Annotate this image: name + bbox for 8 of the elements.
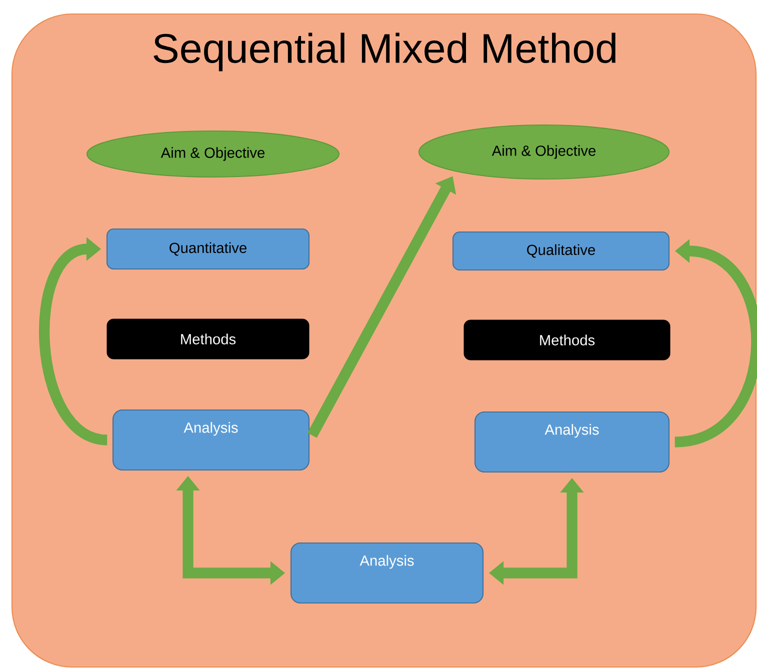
title: Sequential Mixed Method <box>154 32 616 72</box>
process-box: Qualitative <box>452 231 670 271</box>
analysis-box: Analysis <box>474 411 670 473</box>
process-box: Quantitative <box>106 228 310 270</box>
analysis-box: Analysis <box>290 542 484 604</box>
methods-box: Methods <box>106 318 310 360</box>
analysis-box: Analysis <box>112 409 310 471</box>
methods-box: Methods <box>464 320 670 360</box>
